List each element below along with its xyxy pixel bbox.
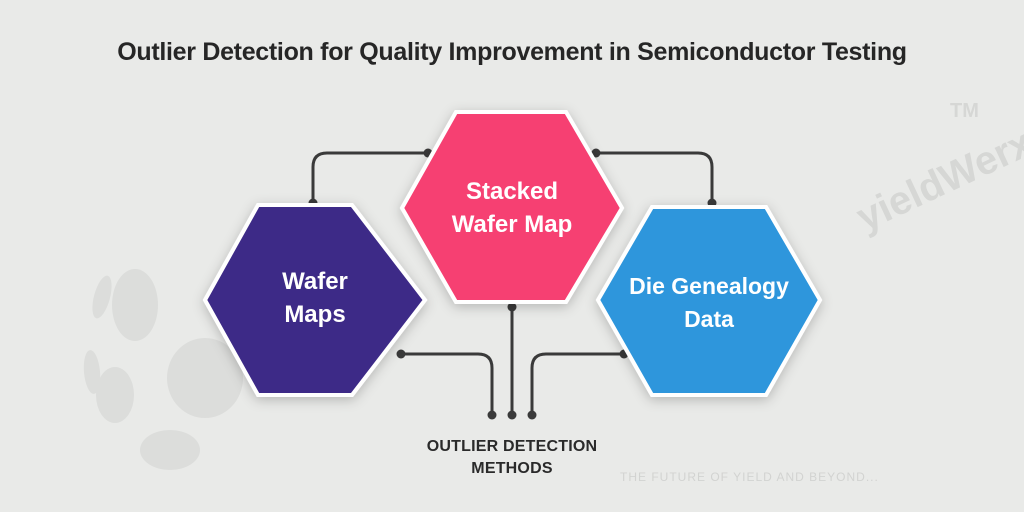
connectors [311, 151, 714, 415]
methods-label-line: OUTLIER DETECTION [426, 438, 598, 455]
connector-stacked-to-wafer [311, 151, 428, 203]
connector-wafer-to-methods [401, 352, 494, 415]
dot [487, 410, 497, 420]
label-line: Stacked [465, 178, 559, 205]
label-line: Data [684, 306, 734, 332]
dot [507, 302, 517, 312]
watermark-tm: TM [950, 100, 979, 122]
methods-label: OUTLIER DETECTION METHODS [0, 436, 1024, 480]
dot [507, 410, 517, 420]
hexagon-die-genealogy [595, 205, 823, 397]
dot [527, 410, 537, 420]
node-label-stacked-wafer-map: Stacked Wafer Map [412, 175, 612, 241]
hexagon-stacked-wafer-map [399, 110, 625, 304]
label-line: Wafer [282, 268, 348, 295]
methods-label-line: METHODS [471, 460, 553, 477]
dot [591, 148, 601, 158]
watermark-tagline: THE FUTURE OF YIELD AND BEYOND... [620, 470, 879, 484]
label-line: Maps [284, 301, 346, 328]
hexagon-wafer-maps [202, 203, 428, 397]
label-line: Die Genealogy [629, 273, 789, 299]
connector-stacked-to-die [596, 151, 714, 203]
node-label-wafer-maps: Wafer Maps [215, 265, 415, 331]
page-title: Outlier Detection for Quality Improvemen… [117, 38, 907, 66]
node-label-die-genealogy: Die Genealogy Data [598, 270, 820, 336]
connector-die-to-methods [530, 352, 624, 415]
label-line: Wafer Map [451, 211, 573, 238]
dot [396, 349, 406, 359]
connector-dots [308, 148, 717, 420]
